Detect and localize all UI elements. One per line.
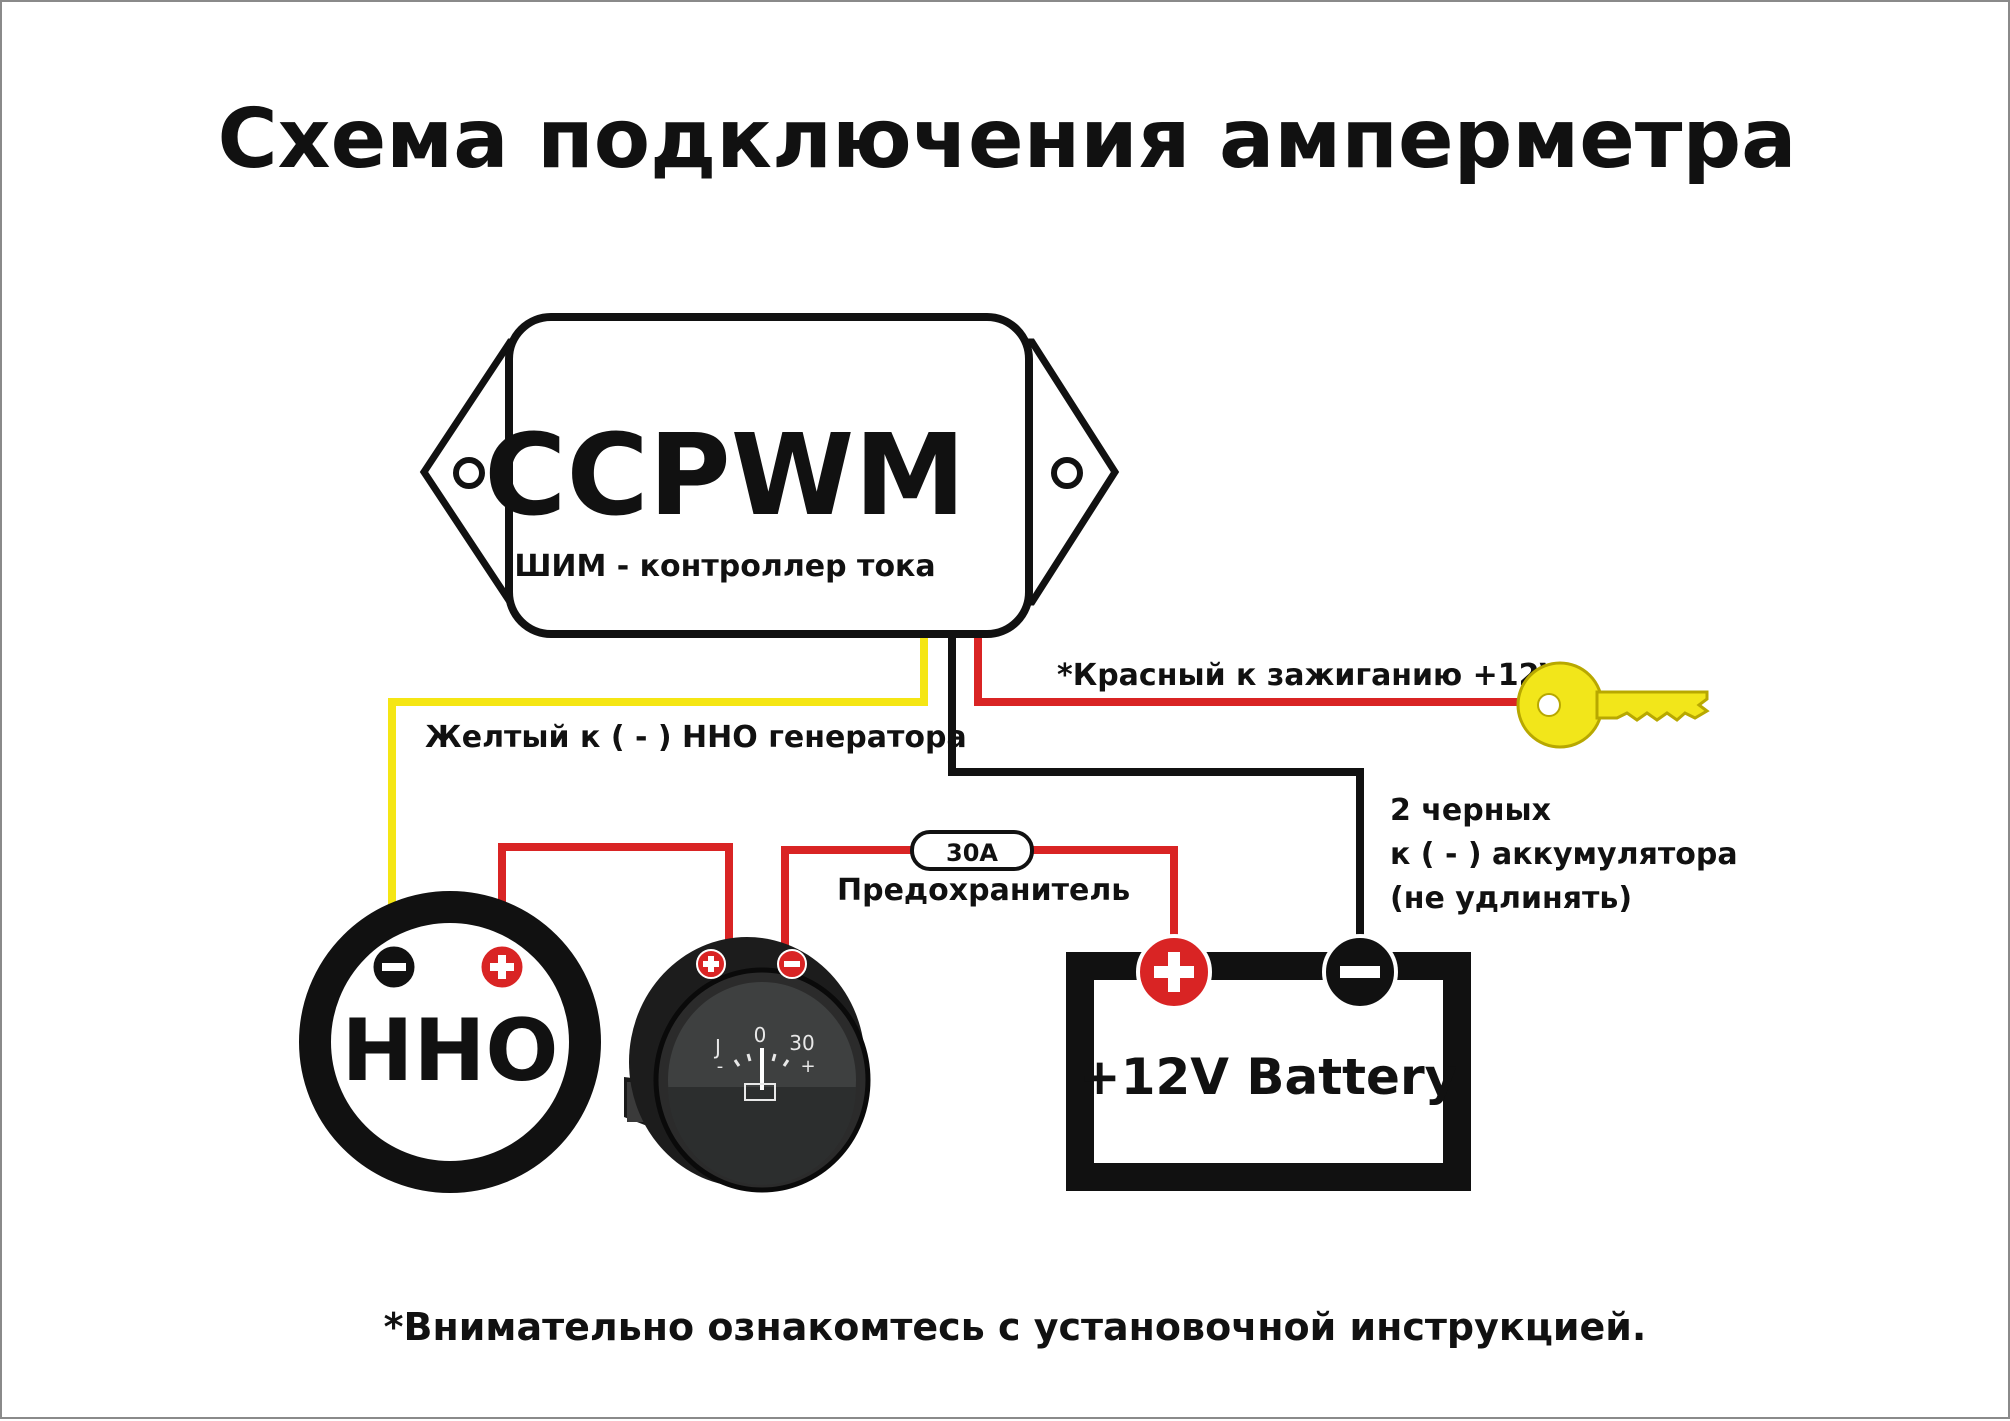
ammeter-scale-minus: - xyxy=(717,1056,724,1077)
footer-note: *Внимательно ознакомтесь с установочной … xyxy=(384,1305,1647,1349)
fuse-rating: 30A xyxy=(946,839,998,867)
ammeter-scale-zero: 0 xyxy=(754,1023,767,1047)
black-battery-wire xyxy=(948,637,1364,967)
ammeter-scale-plus: + xyxy=(800,1056,815,1077)
red-wire-label: *Красный к зажиганию +12V xyxy=(1057,658,1564,693)
left-mounting-hole xyxy=(453,457,485,489)
battery: +12V Battery xyxy=(1066,934,1471,1191)
fuse-label: Предохранитель xyxy=(837,873,1130,908)
right-mounting-hole xyxy=(1051,457,1083,489)
ammeter-gauge: J 0 30 - + xyxy=(624,937,871,1193)
black-wires-label-line3: (не удлинять) xyxy=(1390,881,1632,916)
red-fuse-battery-wire xyxy=(1032,846,1178,967)
yellow-wire-label: Желтый к ( - ) ННО генератора xyxy=(425,720,967,755)
controller-subtitle: ШИМ - контроллер тока xyxy=(514,549,935,584)
ignition-key-icon xyxy=(1516,661,1710,749)
yellow-wire xyxy=(388,637,928,952)
ammeter-scale-right: 30 xyxy=(789,1031,814,1055)
ammeter-battery-icon xyxy=(744,1083,776,1101)
ccpwm-controller: CCPWM ШИМ - контроллер тока xyxy=(419,313,1120,638)
hho-cell: ННО xyxy=(299,891,601,1193)
controller-name: CCPWM xyxy=(484,411,965,541)
ammeter-scale-left: J xyxy=(713,1035,721,1059)
page-title: Схема подключения амперметра xyxy=(218,92,1797,187)
controller-body xyxy=(505,313,1033,638)
fuse-body xyxy=(910,830,1034,871)
red-ammeter-fuse-wire xyxy=(781,846,912,962)
battery-label: +12V Battery xyxy=(1079,1048,1457,1106)
black-wires-label-line1: 2 черных xyxy=(1390,793,1551,828)
red-ignition-wire xyxy=(974,637,1577,706)
battery-body xyxy=(1066,952,1471,1191)
fuse: 30A Предохранитель xyxy=(837,830,1130,908)
hho-label: ННО xyxy=(341,1001,558,1101)
black-wires-label-line2: к ( - ) аккумулятора xyxy=(1390,837,1738,872)
